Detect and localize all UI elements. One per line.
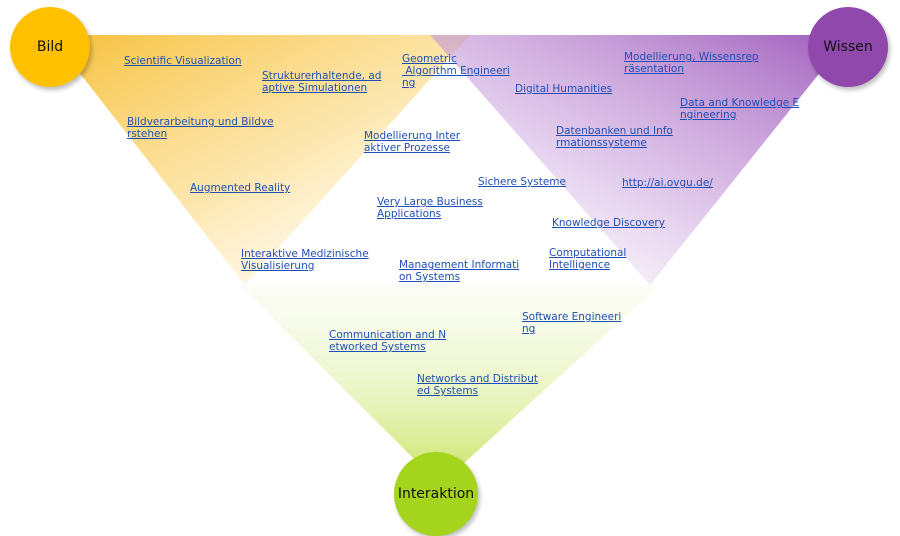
link-modellierung-interaktiver-prozesse[interactable]: Modellierung Inter aktiver Prozesse bbox=[364, 130, 461, 154]
link-modellierung-wissensrepraesentation[interactable]: Modellierung, Wissensrep räsentation bbox=[624, 51, 759, 75]
link-interaktive-medizinische-visualisierung[interactable]: Interaktive Medizinische Visualisierung bbox=[241, 248, 369, 272]
link-computational-intelligence[interactable]: Computational Intelligence bbox=[549, 247, 627, 271]
link-bildverarbeitung[interactable]: Bildverarbeitung und Bildve rstehen bbox=[127, 116, 274, 140]
interaktion-circle: Interaktion bbox=[394, 452, 478, 536]
link-networks-distributed-systems[interactable]: Networks and Distribut ed Systems bbox=[417, 373, 539, 397]
interaktion-triangle bbox=[240, 285, 660, 485]
link-data-knowledge-engineering[interactable]: Data and Knowledge E ngineering bbox=[680, 97, 800, 121]
link-very-large-business-applications[interactable]: Very Large Business Applications bbox=[377, 196, 483, 220]
wissen-triangle bbox=[430, 35, 850, 285]
wissen-circle: Wissen bbox=[808, 7, 888, 87]
link-communication-networked-systems[interactable]: Communication and N etworked Systems bbox=[329, 329, 447, 353]
link-strukturerhaltende-simulationen[interactable]: Strukturerhaltende, ad aptive Simulation… bbox=[262, 70, 382, 94]
link-sichere-systeme[interactable]: Sichere Systeme bbox=[478, 176, 566, 188]
link-geometric-algorithm-engineering[interactable]: Geometric Algorithm Engineeri ng bbox=[402, 53, 510, 89]
bild-circle: Bild bbox=[10, 7, 90, 87]
link-ai-ovgu[interactable]: http://ai.ovgu.de/ bbox=[622, 177, 713, 189]
bild-label: Bild bbox=[36, 39, 64, 55]
wissen-label: Wissen bbox=[823, 39, 873, 55]
link-knowledge-discovery[interactable]: Knowledge Discovery bbox=[552, 217, 665, 229]
link-software-engineering[interactable]: Software Engineeri ng bbox=[522, 311, 622, 335]
link-digital-humanities[interactable]: Digital Humanities bbox=[515, 83, 613, 95]
interaktion-label: Interaktion bbox=[397, 486, 475, 502]
link-augmented-reality[interactable]: Augmented Reality bbox=[190, 182, 291, 194]
link-datenbanken-informationssysteme[interactable]: Datenbanken und Info rmationssysteme bbox=[556, 125, 673, 149]
link-scientific-visualization[interactable]: Scientific Visualization bbox=[124, 55, 242, 67]
link-management-information-systems[interactable]: Management Informati on Systems bbox=[399, 259, 520, 283]
bild-triangle bbox=[50, 35, 470, 285]
